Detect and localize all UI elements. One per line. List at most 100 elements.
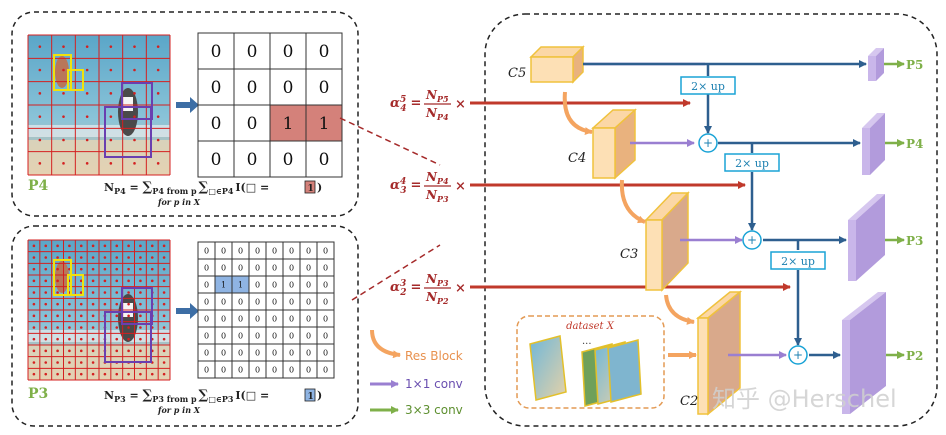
matrix-cell: 0 xyxy=(255,246,260,255)
output-3x3-arrows xyxy=(884,60,905,359)
svg-text:for p in X: for p in X xyxy=(157,405,201,415)
c5-block xyxy=(529,45,585,84)
matrix-cell: 1 xyxy=(221,280,226,289)
matrix-cell: 0 xyxy=(289,348,294,357)
svg-text:NP2: NP2 xyxy=(425,290,449,306)
svg-text:NP3: NP3 xyxy=(425,272,449,288)
matrix-cell: 0 xyxy=(289,297,294,306)
c3-block xyxy=(644,191,690,292)
dataset-box: dataset X ··· xyxy=(516,315,665,409)
svg-text:): ) xyxy=(317,181,322,194)
matrix-cell: 0 xyxy=(323,297,328,306)
plus-node-3: + xyxy=(788,345,808,365)
svg-text:1: 1 xyxy=(308,184,314,194)
p5-slab xyxy=(868,48,884,81)
matrix-cell: 0 xyxy=(323,348,328,357)
matrix-cell: 0 xyxy=(272,314,277,323)
matrix-cell: 0 xyxy=(204,348,209,357)
matrix-cell: 0 xyxy=(323,263,328,272)
matrix-cell: 0 xyxy=(238,331,243,340)
matrix-cell-bg xyxy=(316,360,335,379)
matrix-cell: 0 xyxy=(238,297,243,306)
p3-slab xyxy=(848,194,885,281)
matrix-cell: 0 xyxy=(283,42,294,62)
matrix-cell: 0 xyxy=(289,246,294,255)
matrix-cell: 0 xyxy=(289,365,294,374)
plus-node-1: + xyxy=(698,133,718,153)
top-down-arrows xyxy=(583,60,867,359)
matrix-cell: 0 xyxy=(319,78,330,98)
matrix-cell-bg xyxy=(197,140,235,178)
p2-out-label: P2 xyxy=(906,349,923,363)
dataset-dots: ··· xyxy=(582,339,592,350)
svg-text:NP4 = ∑P4 from p∑□∈P4I(□ =: NP4 = ∑P4 from p∑□∈P4I(□ = xyxy=(104,180,269,196)
matrix-cell: 0 xyxy=(211,78,222,98)
res-block-arrows xyxy=(562,91,697,359)
matrix-cell: 0 xyxy=(221,331,226,340)
legend-res-block-icon xyxy=(370,329,401,359)
matrix-cell: 0 xyxy=(221,365,226,374)
matrix-cell: 0 xyxy=(211,150,222,170)
matrix-cell: 0 xyxy=(272,348,277,357)
matrix-cell: 0 xyxy=(221,314,226,323)
matrix-cell: 0 xyxy=(204,246,209,255)
matrix-cell: 0 xyxy=(238,246,243,255)
matrix-cell: 0 xyxy=(238,365,243,374)
matrix-cell: 0 xyxy=(289,280,294,289)
matrix-cell: 0 xyxy=(319,150,330,170)
c2-block xyxy=(695,290,743,416)
matrix-cell: 0 xyxy=(204,263,209,272)
matrix-cell: 0 xyxy=(319,42,330,62)
matrix-cell-bg xyxy=(233,32,271,70)
matrix-cell: 0 xyxy=(306,263,311,272)
svg-text:2× up: 2× up xyxy=(691,80,725,93)
matrix-cell: 0 xyxy=(272,331,277,340)
panel-p4-border xyxy=(11,11,359,217)
svg-text:for p in X: for p in X xyxy=(157,197,201,207)
matrix-cell: 0 xyxy=(221,297,226,306)
c5-label: C5 xyxy=(508,66,526,81)
p3-out-label: P3 xyxy=(906,234,923,248)
upsample-box-3: 2× up xyxy=(770,251,826,270)
svg-text:2× up: 2× up xyxy=(781,255,815,268)
svg-text:×: × xyxy=(455,97,466,112)
matrix-cell: 0 xyxy=(221,263,226,272)
matrix-cell: 0 xyxy=(211,42,222,62)
matrix-cell: 0 xyxy=(204,314,209,323)
matrix-cell: 0 xyxy=(306,297,311,306)
matrix-cell-bg xyxy=(305,68,343,106)
matrix-cell-bg xyxy=(233,104,271,142)
matrix-cell: 0 xyxy=(306,246,311,255)
matrix-cell-bg xyxy=(269,140,307,178)
svg-text:×: × xyxy=(455,179,466,194)
matrix-cell: 0 xyxy=(306,280,311,289)
c2-label: C2 xyxy=(680,394,698,409)
svg-text:): ) xyxy=(317,389,322,402)
matrix-cell: 0 xyxy=(306,348,311,357)
matrix-cell: 0 xyxy=(323,365,328,374)
matrix-cell: 0 xyxy=(283,78,294,98)
svg-text:NP5: NP5 xyxy=(425,88,449,104)
p3-label: P3 xyxy=(28,386,48,402)
matrix-cell: 0 xyxy=(289,263,294,272)
svg-text:+: + xyxy=(703,136,713,150)
matrix-cell: 1 xyxy=(283,114,294,134)
matrix-cell-bg xyxy=(305,140,343,178)
panel-p3-border xyxy=(11,225,359,427)
beach-image-p3 xyxy=(27,239,171,381)
matrix-cell: 0 xyxy=(323,314,328,323)
p4-out-label: P4 xyxy=(906,137,923,151)
matrix-cell: 0 xyxy=(221,348,226,357)
svg-text:α32=: α32= xyxy=(390,279,421,298)
legend-res-block-label: Res Block xyxy=(405,349,463,363)
matrix-cell: 0 xyxy=(204,331,209,340)
matrix-cell: 0 xyxy=(255,263,260,272)
svg-text:+: + xyxy=(747,233,757,247)
